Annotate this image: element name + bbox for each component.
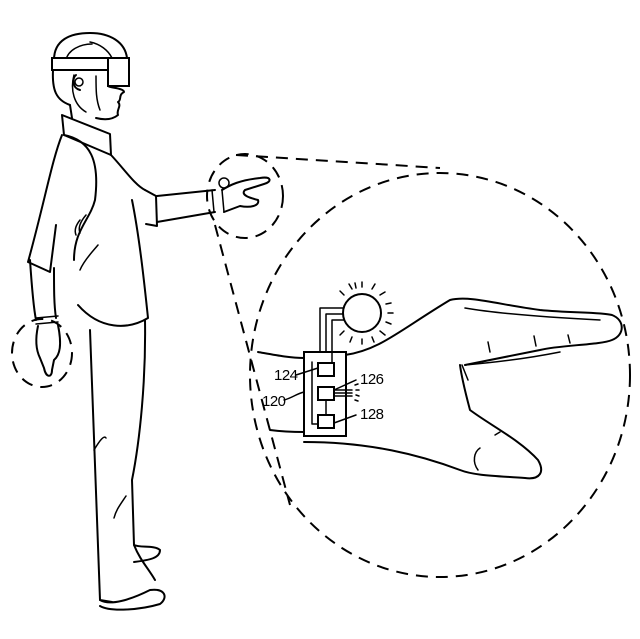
leader-128 <box>333 414 357 424</box>
wrist-device-120 <box>303 307 360 437</box>
callout-line-top <box>235 154 441 169</box>
component-128-box <box>317 414 335 429</box>
mini-light-source <box>218 177 230 189</box>
leader-120 <box>283 391 305 401</box>
hmd-visor <box>107 57 130 87</box>
magnified-hand <box>257 297 623 480</box>
label-124: 124 <box>274 367 298 384</box>
right-hand-callout-circle <box>206 153 284 239</box>
label-126: 126 <box>360 371 384 388</box>
leader-126 <box>333 379 357 391</box>
left-hand-callout-circle <box>11 318 73 388</box>
callout-line-bottom <box>214 224 291 506</box>
magnified-view-circle <box>249 172 631 578</box>
component-124-box <box>317 362 335 377</box>
leader-124 <box>295 367 319 376</box>
component-126-box <box>317 386 335 401</box>
label-120: 120 <box>262 393 286 410</box>
person-figure <box>27 32 271 611</box>
label-128: 128 <box>360 406 384 423</box>
light-source-icon <box>339 281 394 345</box>
